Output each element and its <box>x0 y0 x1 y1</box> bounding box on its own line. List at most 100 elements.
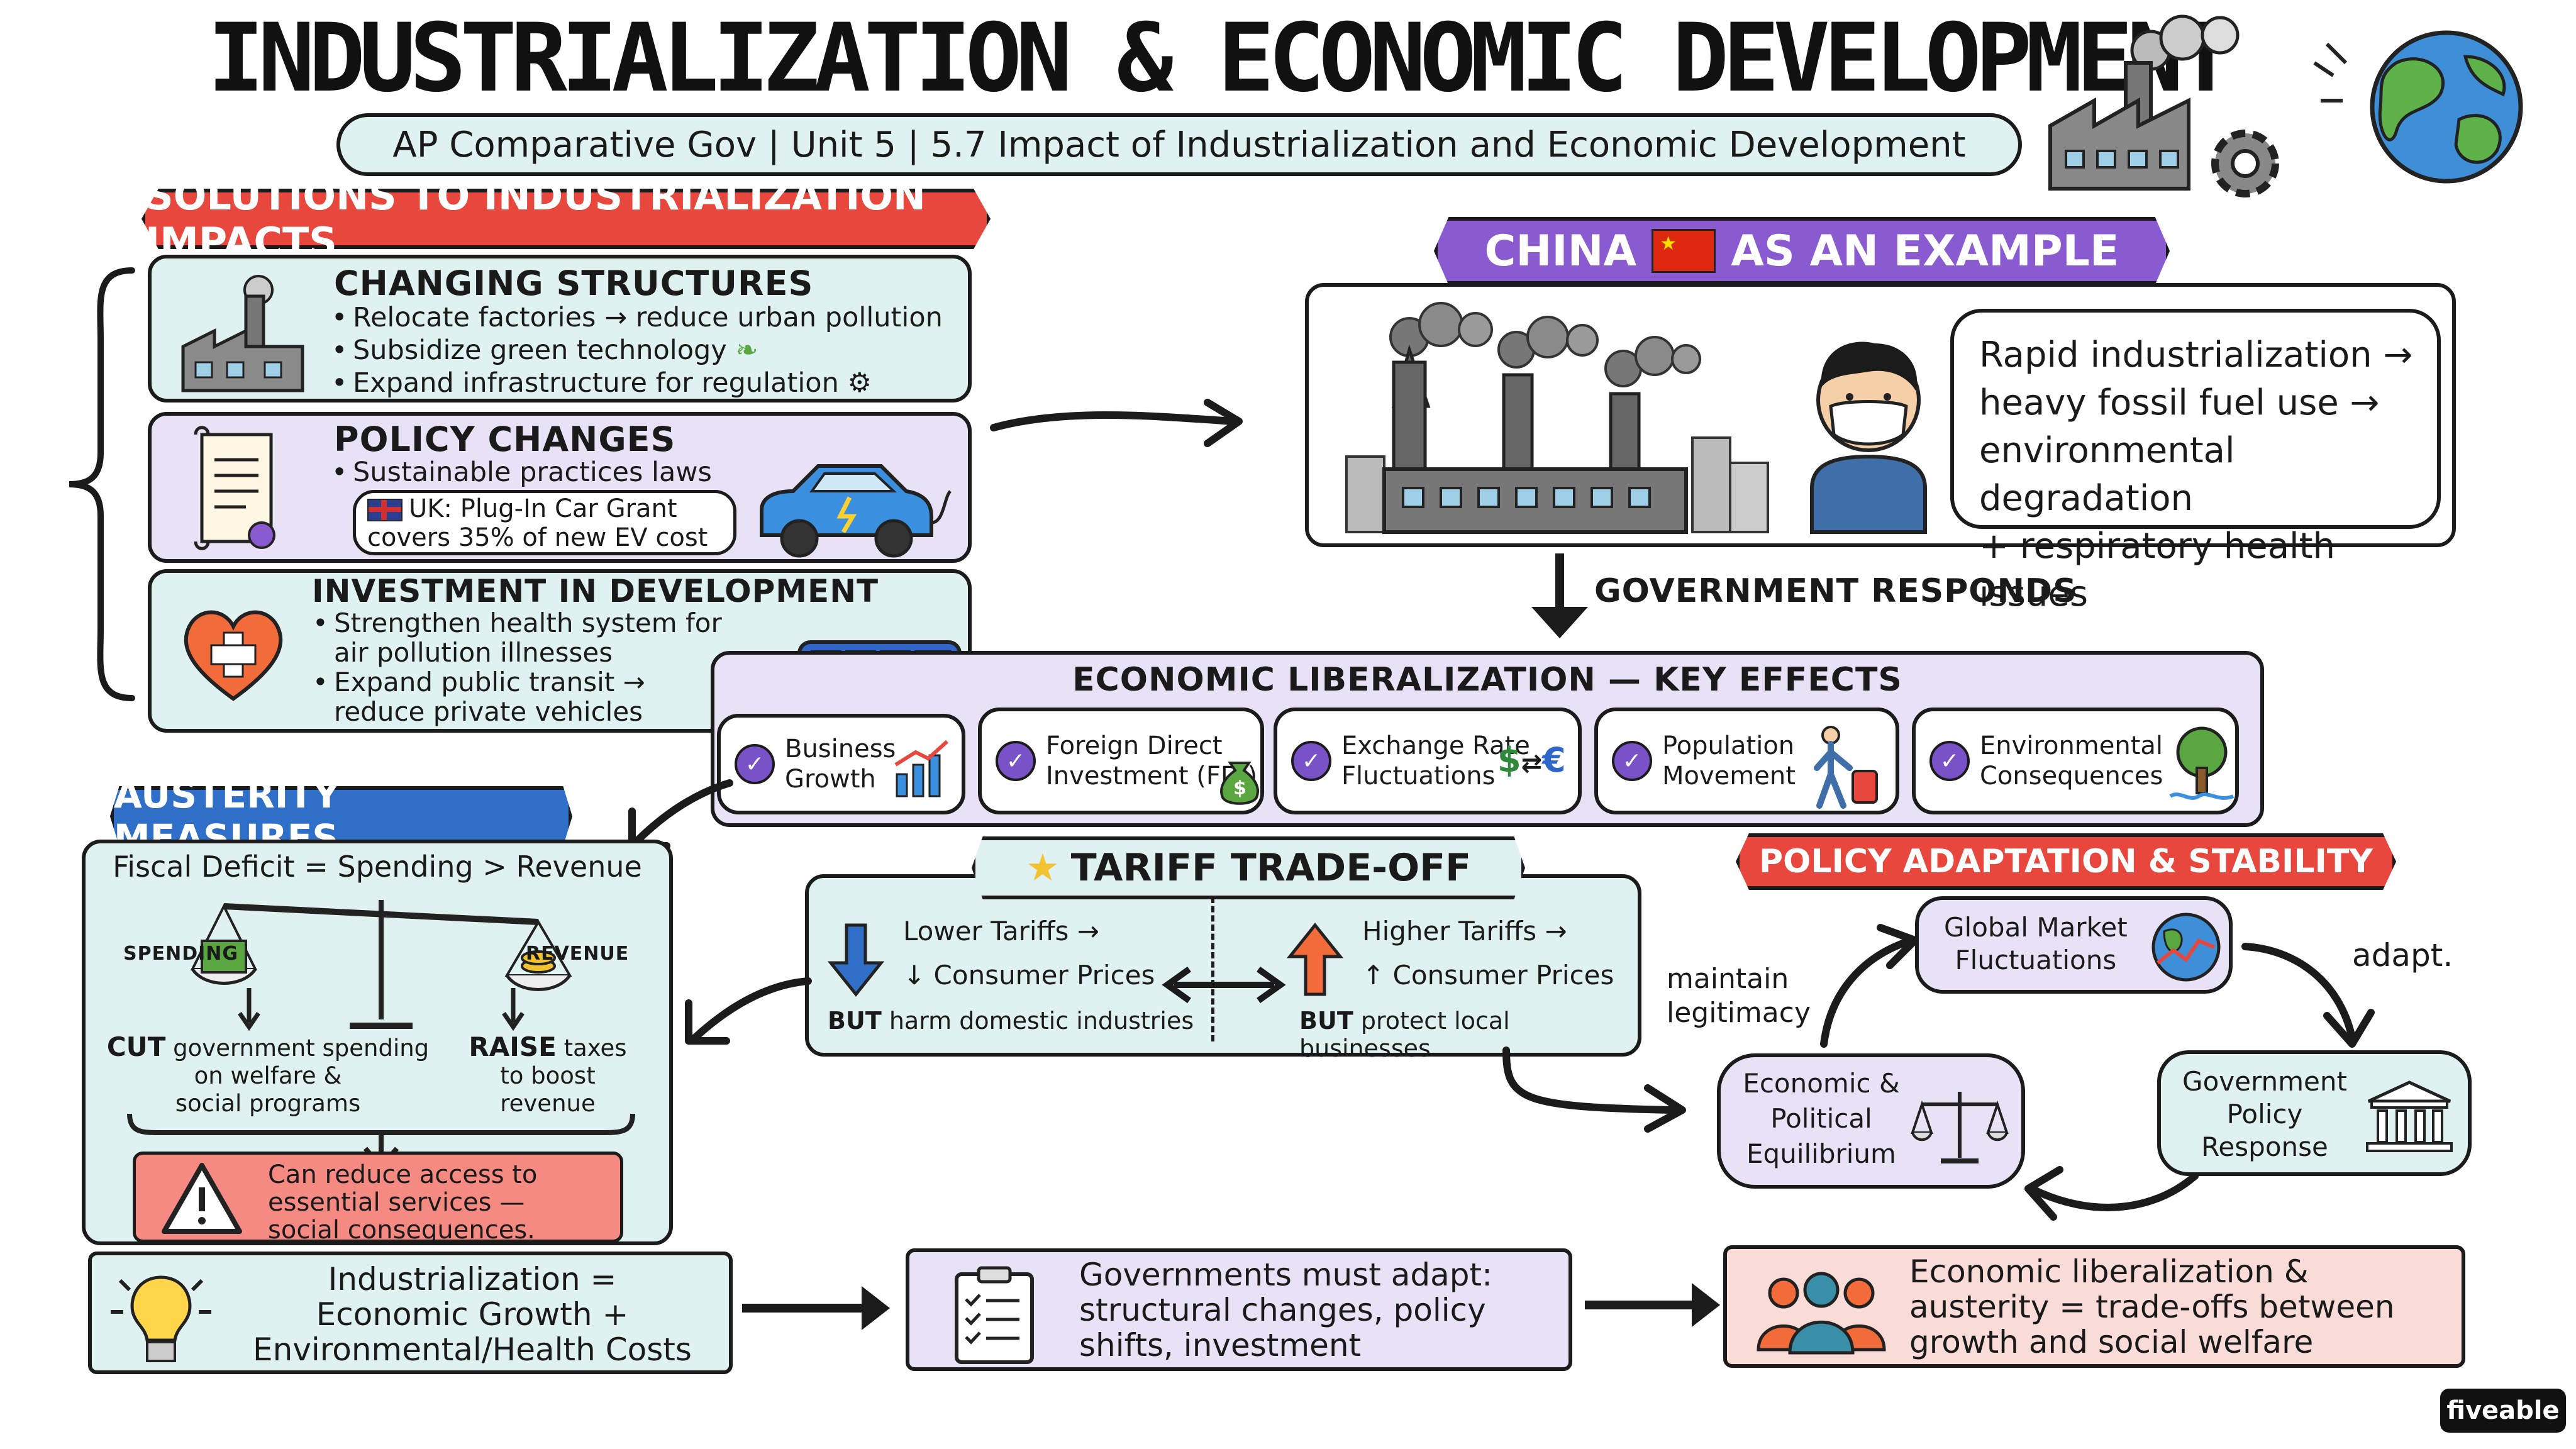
changing-structures-panel: CHANGING STRUCTURES Relocate factories →… <box>148 255 972 402</box>
tariff-banner-text: TARIFF TRADE-OFF <box>1070 846 1472 890</box>
check-icon: ✓ <box>1291 741 1331 781</box>
bubble-line: environmental degradation <box>1979 430 2235 519</box>
page-title: INDUSTRIALIZATION & ECONOMIC DEVELOPMENT <box>208 4 2234 113</box>
austerity-banner: AUSTERITY MEASURES <box>110 786 572 847</box>
list-item: Subsidize green technology ❧ <box>328 334 943 367</box>
warning-box: Can reduce access to essential services … <box>133 1152 623 1244</box>
factory-icon <box>181 275 304 392</box>
summary-left-text: Industrialization = Economic Growth + En… <box>253 1261 692 1368</box>
lower-tariffs-text: Lower Tariffs → ↓ Consumer Prices <box>903 916 1155 991</box>
summary-right-text: Economic liberalization & austerity = tr… <box>1909 1253 2395 1360</box>
fiveable-logo: fiveable <box>2440 1389 2566 1433</box>
changing-structures-list: Relocate factories → reduce urban pollut… <box>328 301 943 399</box>
check-icon: ✓ <box>735 744 775 784</box>
china-panel: Rapid industrialization → heavy fossil f… <box>1305 283 2456 614</box>
double-arrow-icon <box>1162 966 1286 1004</box>
china-banner-right: AS AN EXAMPLE <box>1731 226 2119 276</box>
check-icon: ✓ <box>1612 741 1652 781</box>
investment-list: •Strengthen health system for air pollut… <box>309 608 722 726</box>
bubble-line: Rapid industrialization → <box>1979 335 2413 375</box>
higher-tariffs-but: BUT protect local businesses. <box>1299 1007 1510 1062</box>
higher-tariffs-text: Higher Tariffs → ↑ Consumer Prices <box>1362 916 1614 991</box>
fiveable-logo-text: fiveable <box>2446 1396 2560 1425</box>
subtitle-text: AP Comparative Gov | Unit 5 | 5.7 Impact… <box>392 124 1966 165</box>
tree-water-icon <box>2169 726 2235 800</box>
growth-chart-icon <box>894 740 949 797</box>
balance-scale-icon <box>190 900 572 1029</box>
raise-taxes-text: RAISE taxes to boost revenue <box>469 1031 627 1118</box>
globe-icon <box>2313 30 2523 184</box>
summary-left: Industrialization = Economic Growth + En… <box>88 1252 733 1374</box>
summary-right: Economic liberalization & austerity = tr… <box>1723 1245 2465 1368</box>
global-market-node: Global Market Fluctuations <box>1915 896 2233 994</box>
arrow-up-red-icon <box>1286 922 1344 996</box>
document-ribbon-icon <box>194 426 275 550</box>
globe-chart-icon <box>2151 913 2221 982</box>
policy-changes-title: POLICY CHANGES <box>334 419 676 459</box>
adapt-label: adapt. <box>2352 937 2453 974</box>
arrow-down-blue-icon <box>827 923 885 997</box>
global-market-text: Global Market Fluctuations <box>1944 912 2128 975</box>
cut-spending-text: CUT government spending on welfare & soc… <box>106 1031 430 1118</box>
changing-structures-title: CHANGING STRUCTURES <box>334 264 814 303</box>
electric-car-icon <box>760 464 952 558</box>
maintain-legitimacy-label: maintain legitimacy <box>1667 963 1811 1029</box>
solutions-banner-text: SOLUTIONS TO INDUSTRIALIZATION IMPACTS <box>145 173 926 265</box>
uk-grant-callout: UK: Plug-In Car Grant covers 35% of new … <box>353 490 736 555</box>
star-icon: ★ <box>1025 846 1060 890</box>
list-item: Relocate factories → reduce urban pollut… <box>328 301 943 334</box>
currency-exchange-icon: $⇄€ <box>1497 740 1566 780</box>
list-item: Expand infrastructure for regulation ⚙ <box>328 367 943 399</box>
china-banner: CHINA ★ AS AN EXAMPLE <box>1434 217 2170 285</box>
equilibrium-node: Economic & Political Equilibrium <box>1717 1053 2025 1189</box>
arrow-down-responds <box>1531 553 1588 638</box>
factory-gear-icon <box>2048 14 2279 197</box>
investment-title: INVESTMENT IN DEVELOPMENT <box>312 573 879 609</box>
check-icon: ✓ <box>996 741 1036 781</box>
revenue-label: REVENUE <box>526 943 630 965</box>
people-group-icon <box>1757 1272 1886 1355</box>
government-building-icon <box>2366 1080 2453 1152</box>
cycle-arrow-global-to-government <box>2241 943 2375 1048</box>
bubble-line: + respiratory health issues <box>1979 526 2336 614</box>
equilibrium-text: Economic & Political Equilibrium <box>1743 1068 1900 1169</box>
tariff-banner: ★ TARIFF TRADE-OFF <box>972 836 1525 899</box>
china-flag-icon: ★ <box>1652 229 1716 273</box>
warning-line: essential services — <box>268 1188 525 1217</box>
subtitle-bar: AP Comparative Gov | Unit 5 | 5.7 Impact… <box>336 113 2022 176</box>
speech-bubble: Rapid industrialization → heavy fossil f… <box>1950 309 2441 614</box>
justice-scale-icon <box>1911 1092 2009 1163</box>
solutions-banner: SOLUTIONS TO INDUSTRIALIZATION IMPACTS <box>142 189 991 249</box>
summary-middle: Governments must adapt: structural chang… <box>906 1248 1572 1371</box>
spending-label: SPENDING <box>123 943 238 965</box>
money-bag-icon: $ <box>1220 762 1259 805</box>
traveler-icon <box>1814 726 1878 809</box>
uk-flag-icon <box>367 499 402 521</box>
arrow-down-small-left <box>238 988 260 1031</box>
svg-text:$: $ <box>1233 777 1246 799</box>
warning-icon <box>162 1163 242 1234</box>
austerity-panel: Fiscal Deficit = Spending > Revenue SPEN… <box>82 840 673 1245</box>
arrow-tariff-to-equilibrium <box>1502 1046 1686 1133</box>
policy-adaptation-banner: POLICY ADAPTATION & STABILITY <box>1736 833 2396 890</box>
arrow-tariff-to-austerity <box>685 977 812 1045</box>
arrow-summary-2 <box>1585 1283 1720 1327</box>
list-item: •Expand public transit → <box>313 667 645 697</box>
list-item: •Strengthen health system for <box>313 608 722 638</box>
government-policy-node: Government Policy Response <box>2157 1050 2472 1176</box>
gear-icon: ⚙ <box>847 367 872 399</box>
heart-health-icon <box>184 610 283 701</box>
cycle-arrow-government-to-equilibrium <box>2024 1166 2199 1221</box>
list-item: Sustainable practices laws <box>328 456 712 489</box>
policy-changes-list: Sustainable practices laws <box>328 456 712 489</box>
policy-adaptation-banner-text: POLICY ADAPTATION & STABILITY <box>1759 843 2373 880</box>
bubble-line: heavy fossil fuel use → <box>1979 382 2380 423</box>
arrow-down-small-right <box>502 988 525 1031</box>
arrow-summary-1 <box>742 1286 890 1330</box>
fiscal-deficit-equation: Fiscal Deficit = Spending > Revenue <box>113 850 642 884</box>
